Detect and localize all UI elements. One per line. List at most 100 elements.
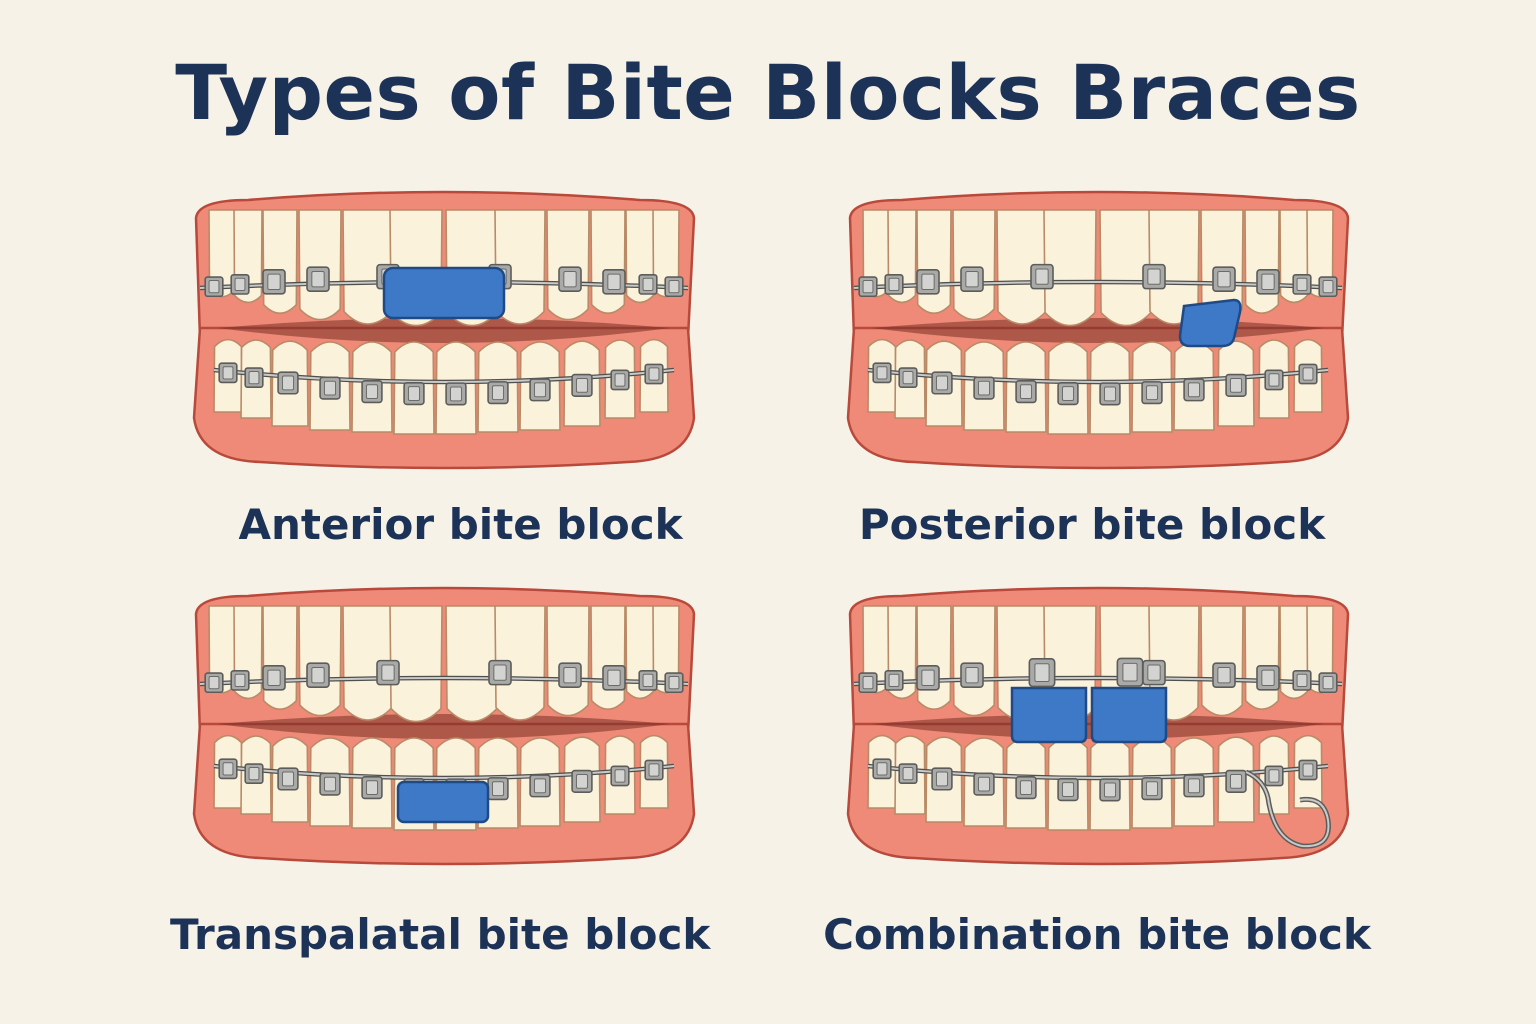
bracket-slot: [1103, 782, 1117, 798]
bracket-slot: [935, 771, 949, 787]
bracket-slot: [902, 766, 914, 781]
bracket-slot: [862, 676, 874, 690]
upper-tooth: [262, 209, 298, 314]
bracket-slot: [365, 780, 379, 796]
bracket-slot: [1019, 384, 1033, 400]
bracket-slot: [607, 273, 621, 291]
bracket-slot: [1103, 386, 1117, 402]
bracket-slot: [407, 386, 421, 402]
bite-block-left: [1010, 686, 1088, 744]
bracket-slot: [1019, 780, 1033, 796]
page-title: Types of Bite Blocks Braces: [175, 48, 1361, 137]
upper-tooth: [1244, 605, 1280, 710]
mouth-shadow: [218, 714, 670, 739]
bracket-slot: [575, 377, 589, 393]
spring-loop-highlight: [1245, 771, 1330, 848]
bracket-slot: [563, 667, 577, 684]
bracket-slot: [965, 667, 979, 684]
bracket-slot: [1061, 782, 1075, 798]
upper-tooth: [590, 605, 626, 710]
bracket-slot: [267, 273, 281, 291]
bracket-slot: [267, 669, 281, 687]
upper-tooth: [1200, 605, 1244, 717]
bracket-slot: [921, 273, 935, 291]
upper-tooth: [952, 209, 996, 321]
bracket-slot: [323, 776, 337, 792]
bracket-slot: [965, 271, 979, 288]
bite-block-right: [1090, 686, 1168, 744]
bracket-slot: [648, 763, 660, 777]
bracket-slot: [888, 673, 900, 688]
bracket-slot: [1229, 773, 1243, 789]
bracket-slot: [1296, 277, 1308, 292]
upper-tooth: [916, 209, 952, 314]
bracket-slot: [1147, 268, 1161, 285]
bracket-slot: [1147, 664, 1161, 681]
bracket-slot: [208, 676, 220, 690]
panel-transpalatal: [188, 584, 700, 866]
bracket-slot: [642, 673, 654, 688]
upper-tooth: [298, 209, 342, 321]
bracket-slot: [1261, 273, 1275, 291]
bracket-slot: [1145, 385, 1159, 401]
upper-tooth: [1244, 209, 1280, 314]
bracket-slot: [234, 277, 246, 292]
anterior-bite-block-label: Anterior bite block: [238, 500, 683, 549]
bracket-slot: [876, 366, 888, 380]
bracket-slot: [381, 664, 395, 681]
transpalatal-bite-block-label: Transpalatal bite block: [170, 910, 711, 959]
combination-bite-block-illustration: [846, 586, 1350, 866]
bracket-slot: [222, 366, 234, 380]
bracket-slot: [1268, 769, 1280, 783]
teeth-group: [192, 586, 696, 866]
bracket-slot: [1261, 669, 1275, 687]
bracket-slot: [491, 385, 505, 401]
bracket-slot: [1034, 663, 1050, 682]
bracket-slot: [281, 375, 295, 391]
bracket-slot: [533, 778, 547, 794]
bracket-slot: [248, 370, 260, 385]
bracket-slot: [491, 781, 505, 797]
bracket-slot: [614, 373, 626, 387]
bracket-slot: [935, 375, 949, 391]
upper-tooth: [546, 605, 590, 717]
bracket-slot: [311, 667, 325, 684]
bracket-slot: [1217, 271, 1231, 288]
bracket-slot: [1061, 386, 1075, 402]
upper-tooth: [389, 605, 443, 723]
bracket-slot: [862, 280, 874, 294]
bracket-slot: [668, 676, 680, 690]
upper-tooth: [916, 605, 952, 710]
bracket-slot: [311, 271, 325, 288]
bracket-slot: [1268, 373, 1280, 387]
bracket-slot: [642, 277, 654, 292]
bracket-slot: [234, 673, 246, 688]
bracket-slot: [648, 367, 660, 381]
bracket-slot: [1296, 673, 1308, 688]
bracket-slot: [902, 370, 914, 385]
bracket-slot: [1322, 676, 1334, 690]
bracket-slot: [977, 776, 991, 792]
mouth-shadow: [218, 318, 670, 343]
bracket-slot: [1122, 662, 1138, 682]
bracket-slot: [876, 762, 888, 776]
bracket-slot: [222, 762, 234, 776]
bracket-slot: [281, 771, 295, 787]
bracket-slot: [1302, 763, 1314, 777]
bracket-slot: [1035, 268, 1049, 285]
bracket-slot: [1187, 382, 1201, 398]
bracket-slot: [248, 766, 260, 781]
bracket-slot: [888, 277, 900, 292]
bracket-slot: [614, 769, 626, 783]
upper-tooth: [298, 605, 342, 717]
bracket-slot: [323, 380, 337, 396]
bracket-slot: [208, 280, 220, 294]
bracket-slot: [607, 669, 621, 687]
teeth-group: [846, 190, 1350, 470]
teeth-group: [846, 586, 1350, 866]
anterior-bite-block-illustration: [192, 190, 696, 470]
bite-block: [1178, 298, 1242, 348]
posterior-bite-block-label: Posterior bite block: [858, 500, 1326, 549]
transpalatal-bite-block-illustration: [192, 586, 696, 866]
